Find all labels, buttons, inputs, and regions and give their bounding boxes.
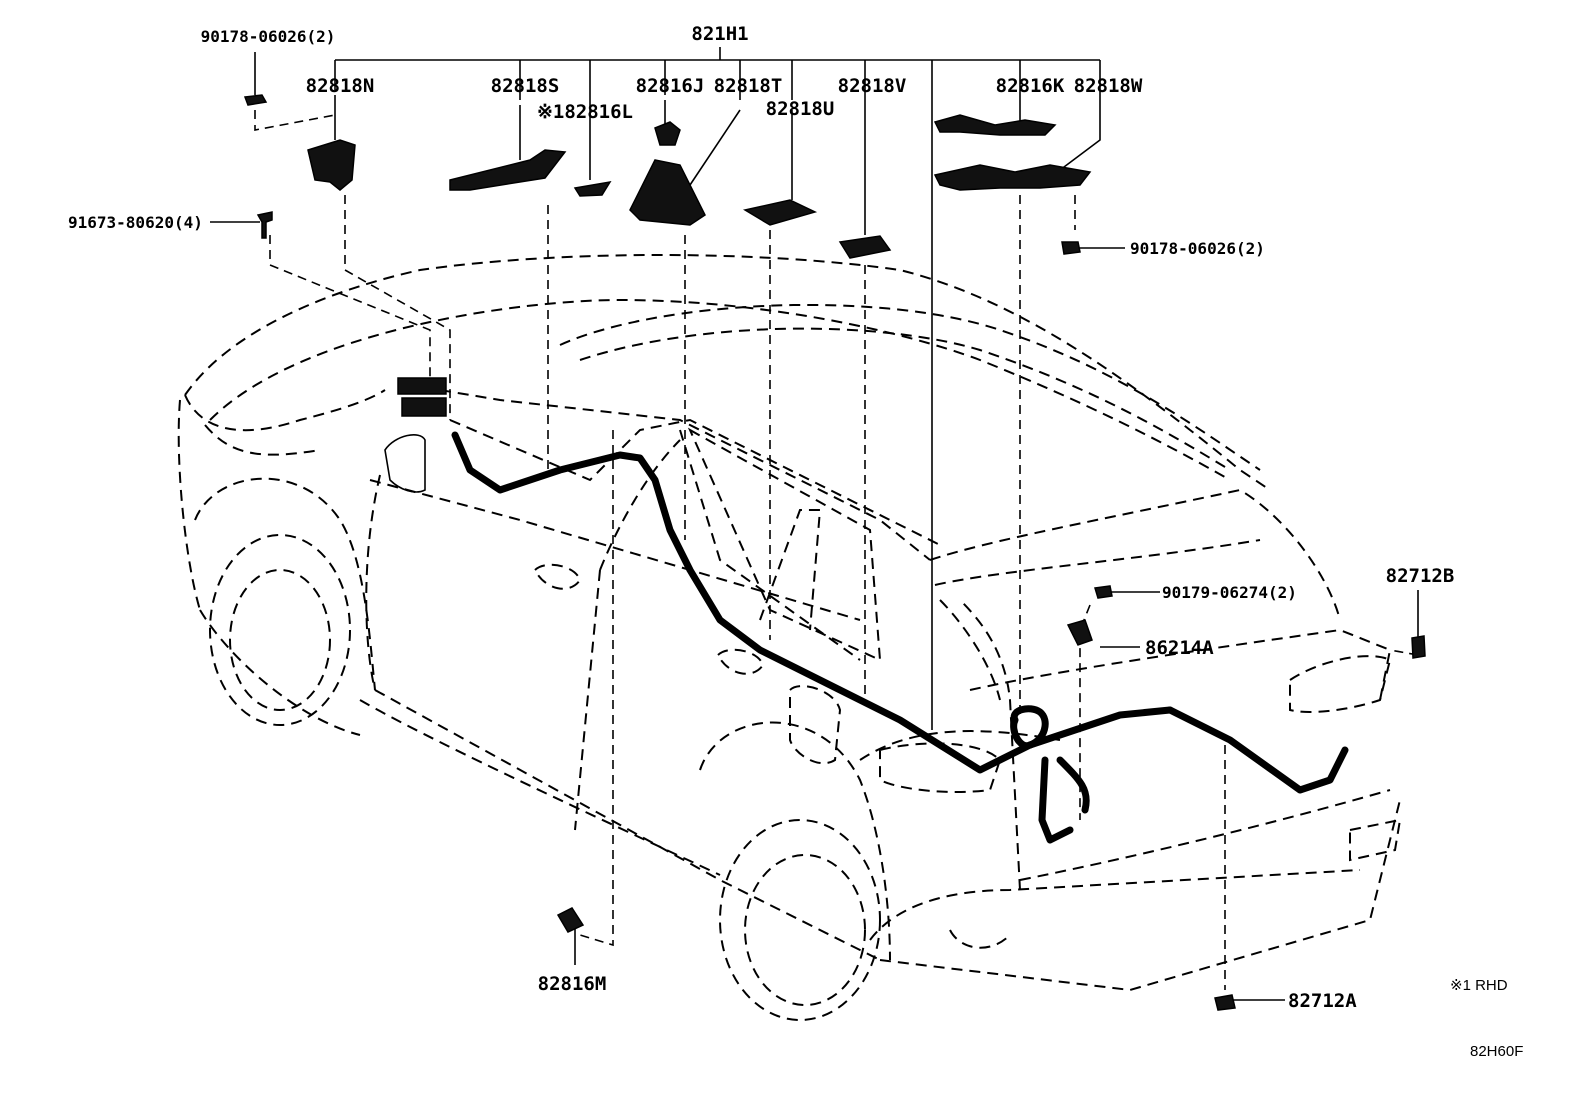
label-82818N: 82818N bbox=[306, 75, 375, 97]
leader-lines bbox=[210, 47, 1419, 1001]
protector-82818U bbox=[743, 199, 818, 226]
nut-90178-lower bbox=[1061, 241, 1081, 255]
label-82816J: 82816J bbox=[636, 75, 705, 97]
label-91673: 91673-80620(4) bbox=[68, 213, 203, 232]
protector-82816K bbox=[933, 114, 1057, 136]
vehicle-outline bbox=[177, 254, 1402, 1021]
clip-82816L bbox=[573, 180, 612, 197]
label-82818V: 82818V bbox=[838, 75, 907, 97]
label-86214A: 86214A bbox=[1145, 637, 1214, 659]
bolt-91673 bbox=[256, 211, 273, 239]
front-connector-lower bbox=[401, 397, 447, 417]
protector-82818V bbox=[838, 235, 892, 259]
parts bbox=[243, 94, 1426, 1011]
label-821H1: 821H1 bbox=[691, 23, 748, 45]
label-82712A: 82712A bbox=[1288, 990, 1357, 1012]
label-90178-lower: 90178-06026(2) bbox=[1130, 239, 1265, 258]
note-rhd: ※1 RHD bbox=[1450, 977, 1508, 994]
label-82818S: 82818S bbox=[491, 75, 560, 97]
front-connector-upper bbox=[397, 377, 447, 395]
clamp-82816M bbox=[556, 907, 585, 933]
wire-harness-821H1 bbox=[397, 377, 1349, 844]
nut-90179 bbox=[1094, 585, 1113, 599]
label-82816M: 82816M bbox=[538, 973, 607, 995]
label-90178-upper: 90178-06026(2) bbox=[201, 27, 336, 46]
bracket-86214A bbox=[1066, 619, 1093, 646]
label-82816K: 82816K bbox=[996, 75, 1065, 97]
label-82712B: 82712B bbox=[1386, 565, 1455, 587]
label-82818U: 82818U bbox=[766, 98, 835, 120]
figure-code: 82H60F bbox=[1470, 1043, 1523, 1060]
clamp-82818S bbox=[449, 149, 567, 191]
side-mirror bbox=[384, 434, 426, 493]
protector-82818W bbox=[933, 164, 1092, 191]
protector-82818T bbox=[629, 159, 706, 226]
part-labels: 821H1 82818N 82818S ※182816L 82816J 8281… bbox=[68, 23, 1523, 1060]
grommet-82712A bbox=[1214, 994, 1236, 1011]
label-82816L: ※182816L bbox=[537, 101, 633, 123]
nut-90178-upper bbox=[243, 94, 268, 106]
label-82818T: 82818T bbox=[714, 75, 783, 97]
label-90179: 90179-06274(2) bbox=[1162, 583, 1297, 602]
grommet-82712B bbox=[1411, 635, 1426, 659]
protector-82818N bbox=[307, 139, 356, 191]
clamp-82816J bbox=[654, 121, 681, 146]
label-82818W: 82818W bbox=[1074, 75, 1143, 97]
